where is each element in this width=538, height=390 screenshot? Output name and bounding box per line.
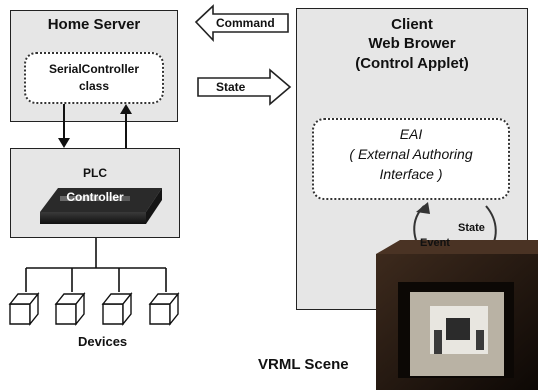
command-arrow [194,4,289,43]
vrml-scene-image [376,240,538,390]
plc-label: PLC [83,166,107,180]
vrml-scene-label: VRML Scene [258,356,349,373]
control-applet-title: (Control Applet) [355,55,469,72]
serialcontroller-class-label: class [78,79,110,93]
down-arrow-head [58,138,70,148]
state-curve-label: State [458,222,485,234]
serialcontroller-label: SerialController [48,62,140,76]
state-arrow [197,68,292,106]
devices-label: Devices [78,334,128,349]
device-cube-4 [148,292,180,326]
web-browser-title: Web Brower [368,35,456,52]
plc-hardware-icon [40,188,162,224]
client-title: Client [391,16,433,33]
event-arrow-head [416,202,430,214]
eai-full-name: ( External Authoring [349,146,473,162]
eai-label: EAI [399,126,423,142]
event-curve-label: Event [420,237,450,249]
eai-interface: Interface ) [379,166,443,182]
eai-box [312,118,510,200]
device-cube-3 [101,292,133,326]
command-label: Command [216,16,275,30]
up-arrow-head [120,104,132,114]
state-label: State [216,80,246,94]
device-cube-2 [54,292,86,326]
controller-label: Controller [66,190,124,204]
device-cube-1 [8,292,40,326]
home-server-title: Home Server [47,16,141,33]
serialcontroller-class-box [24,52,164,104]
device-tree [25,238,167,292]
